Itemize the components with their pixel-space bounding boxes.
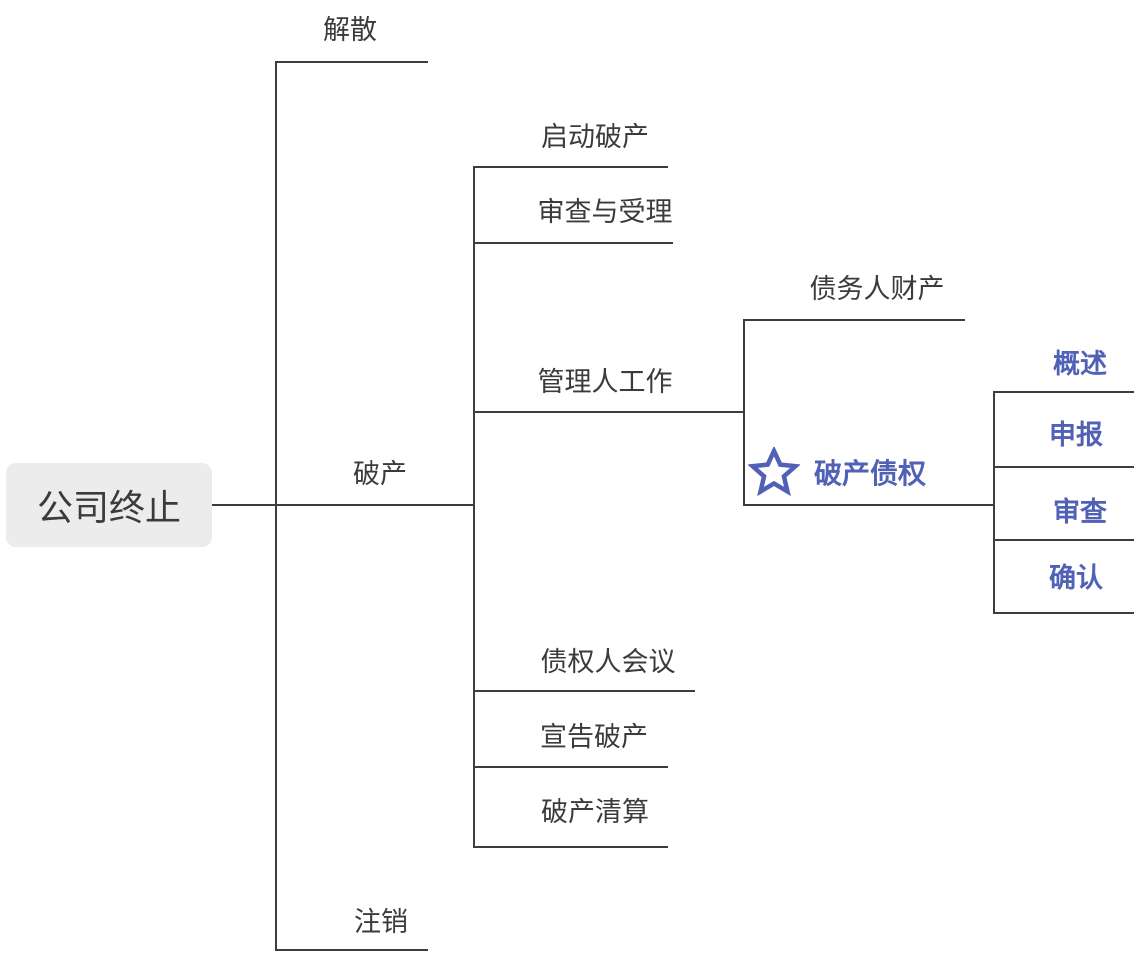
- trunk-line-pochan-children: [473, 166, 475, 848]
- node-confirmation[interactable]: 确认: [1049, 563, 1103, 593]
- branch-line-pochan-qingsuan: [473, 846, 668, 848]
- node-bankruptcy[interactable]: 破产: [353, 459, 407, 489]
- star-icon: [748, 447, 800, 497]
- branch-line-gaishu: [993, 391, 1134, 393]
- branch-line-zhuxiao: [275, 949, 428, 951]
- branch-line-shencha-shouli: [473, 242, 673, 244]
- node-bankruptcy-claims-label: 破产债权: [814, 458, 927, 489]
- branch-line-queren: [993, 612, 1134, 614]
- branch-line-jiesan: [275, 61, 428, 63]
- branch-line-qidong-pochan: [473, 166, 668, 168]
- branch-line-pochan: [275, 504, 473, 506]
- node-declaration[interactable]: 申报: [1049, 420, 1103, 450]
- branch-line-xuangao-pochan: [473, 766, 668, 768]
- trunk-line-zhaiquan-children: [993, 391, 995, 614]
- branch-line-shenbao: [993, 466, 1134, 468]
- node-bankruptcy-claims[interactable]: 破产债权: [748, 444, 926, 500]
- trunk-line-guanliren-children: [743, 319, 745, 506]
- node-deregistration[interactable]: 注销: [354, 907, 408, 937]
- node-examination[interactable]: 审查: [1053, 497, 1107, 527]
- node-overview[interactable]: 概述: [1053, 349, 1107, 379]
- branch-line-guanliren-gongzuo: [473, 411, 743, 413]
- node-declare-bankruptcy[interactable]: 宣告破产: [540, 722, 648, 752]
- node-initiate-bankruptcy[interactable]: 启动破产: [541, 122, 649, 152]
- node-dissolution[interactable]: 解散: [323, 15, 377, 45]
- node-bankruptcy-liquidation[interactable]: 破产清算: [541, 797, 649, 827]
- node-review-and-acceptance[interactable]: 审查与受理: [537, 197, 673, 227]
- trunk-line-level1: [275, 61, 277, 951]
- node-creditors-meeting[interactable]: 债权人会议: [540, 647, 676, 677]
- root-node-label: 公司终止: [36, 487, 181, 528]
- branch-line-shencha: [993, 539, 1134, 541]
- root-node-company-termination[interactable]: 公司终止: [6, 463, 212, 547]
- node-administrator-work[interactable]: 管理人工作: [537, 367, 673, 397]
- node-debtor-property[interactable]: 债务人财产: [809, 274, 945, 304]
- root-connector-line: [212, 504, 275, 506]
- branch-line-zhaiquanren-huiyi: [473, 690, 695, 692]
- branch-line-zhaiwuren-caichan: [743, 319, 965, 321]
- branch-line-pochan-zhaiquan: [743, 504, 993, 506]
